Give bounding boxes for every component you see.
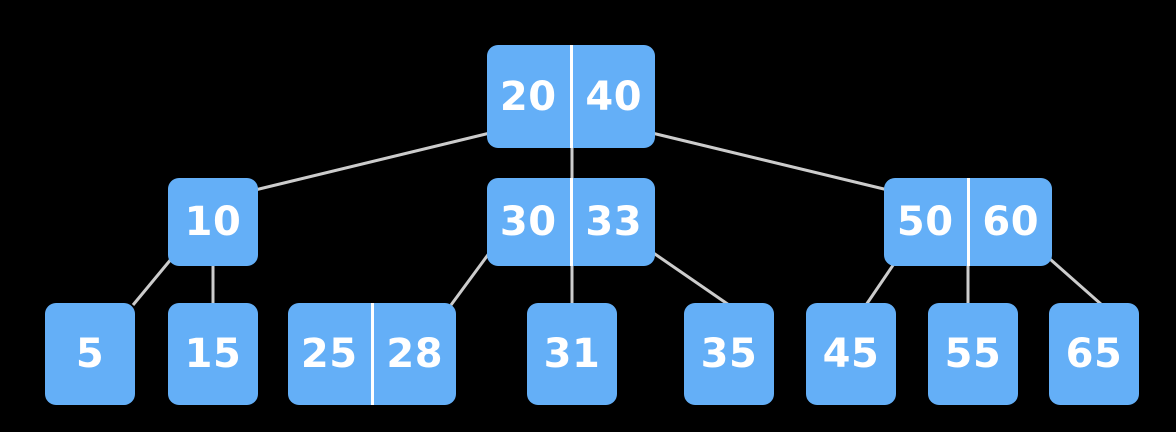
btree-key[interactable]: 15: [184, 331, 242, 377]
tree-edge: [131, 257, 174, 306]
btree-node[interactable]: 31: [527, 303, 617, 405]
btree-node[interactable]: 35: [684, 303, 774, 405]
tree-edge: [651, 131, 889, 192]
tree-edge: [1041, 250, 1103, 307]
btree-node[interactable]: 15: [168, 303, 258, 405]
btree-key[interactable]: 50: [896, 199, 954, 245]
btree-key[interactable]: 55: [944, 331, 1002, 377]
btree-node[interactable]: 25 28: [288, 303, 456, 405]
btree-key[interactable]: 60: [966, 178, 1053, 266]
btree-node[interactable]: 10: [168, 178, 258, 266]
btree-node[interactable]: 5: [45, 303, 135, 405]
tree-edge: [651, 250, 730, 307]
btree-node[interactable]: 45: [806, 303, 896, 405]
btree-node[interactable]: 30 33: [487, 178, 655, 266]
btree-key[interactable]: 33: [569, 178, 656, 266]
btree-node[interactable]: 55: [928, 303, 1018, 405]
btree-key[interactable]: 25: [300, 331, 358, 377]
btree-key[interactable]: 45: [822, 331, 880, 377]
btree-key[interactable]: 5: [75, 331, 105, 377]
btree-key[interactable]: 30: [499, 199, 557, 245]
tree-edge: [254, 131, 491, 192]
tree-edge: [449, 251, 492, 306]
btree-key[interactable]: 31: [543, 331, 601, 377]
btree-key[interactable]: 40: [569, 45, 656, 148]
btree-node[interactable]: 65: [1049, 303, 1139, 405]
btree-key[interactable]: 28: [370, 303, 457, 405]
btree-node[interactable]: 50 60: [884, 178, 1052, 266]
btree-key[interactable]: 65: [1065, 331, 1123, 377]
btree-key[interactable]: 10: [184, 199, 242, 245]
btree-key[interactable]: 35: [700, 331, 758, 377]
btree-key[interactable]: 20: [499, 73, 557, 120]
